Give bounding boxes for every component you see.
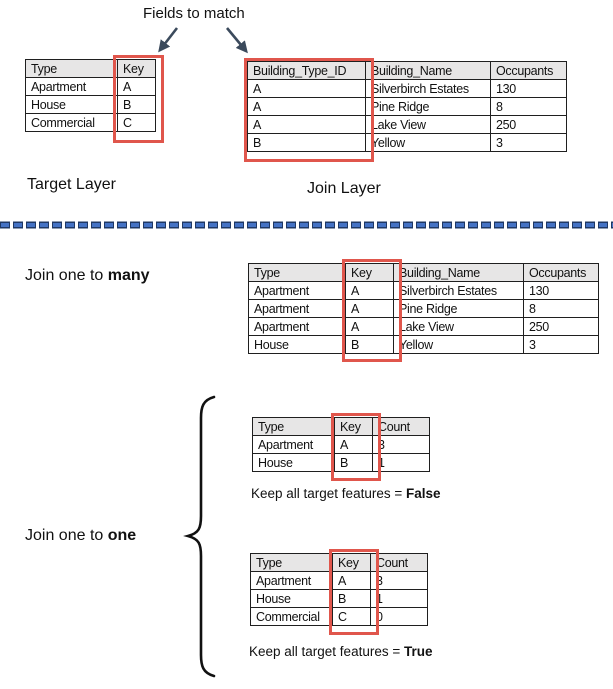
header-cell: Count [372,417,430,436]
table-cell: Apartment [252,435,335,454]
keep-false-label: Keep all target features = False [251,486,441,501]
table-cell: Apartment [248,299,346,318]
header-cell: Building_Type_ID [247,61,366,80]
table-cell: 250 [523,317,599,336]
header-cell: Occupants [523,263,599,282]
header-cell: Key [334,417,373,436]
table-cell: Apartment [248,281,346,300]
table-cell: 3 [523,335,599,354]
table-cell: Apartment [248,317,346,336]
keep-true-bold: True [403,644,433,659]
header-cell: Building_Name [365,61,491,80]
table-cell: Yellow [365,133,491,152]
join-layer-label: Join Layer [307,180,381,197]
join-one-to-many-prefix: Join one to [25,267,108,284]
header-cell: Key [345,263,394,282]
table-cell: 1 [372,453,430,472]
header-cell: Type [250,553,333,572]
table-cell: A [247,79,366,98]
table-cell: Commercial [250,607,333,626]
table-cell: Silverbirch Estates [365,79,491,98]
keep-false-bold: False [405,486,441,501]
keep-false-prefix: Keep all target features = [251,486,406,501]
table-cell: House [250,589,333,608]
join-one-to-many-label: Join one to many [25,267,150,285]
header-cell: Occupants [490,61,567,80]
header-cell: Building_Name [393,263,524,282]
join-one-to-one-prefix: Join one to [25,527,108,544]
table-cell: B [247,133,366,152]
table-cell: 3 [372,435,430,454]
table-cell: 8 [490,97,567,116]
table-cell: 3 [370,571,428,590]
table-cell: Lake View [365,115,491,134]
fields-to-match-title: Fields to match [143,5,245,22]
table-cell: A [117,77,156,96]
keep-true-label: Keep all target features = True [249,644,433,659]
table-cell: Yellow [393,335,524,354]
table-cell: C [332,607,371,626]
table-cell: House [25,95,118,114]
table-cell: Lake View [393,317,524,336]
header-cell: Key [117,59,156,78]
table-cell: A [247,115,366,134]
table-cell: B [334,453,373,472]
table-cell: A [345,299,394,318]
header-cell: Type [248,263,346,282]
table-cell: C [117,113,156,132]
table-cell: 0 [370,607,428,626]
header-cell: Key [332,553,371,572]
table-cell: A [334,435,373,454]
table-cell: House [252,453,335,472]
table-cell: Apartment [250,571,333,590]
table-cell: B [345,335,394,354]
table-cell: Pine Ridge [365,97,491,116]
table-cell: House [248,335,346,354]
table-cell: 130 [523,281,599,300]
target-layer-label: Target Layer [27,176,116,193]
table-cell: Pine Ridge [393,299,524,318]
table-cell: A [345,281,394,300]
table-cell: 1 [370,589,428,608]
table-cell: A [332,571,371,590]
header-cell: Type [252,417,335,436]
curly-brace [183,395,216,678]
table-cell: 250 [490,115,567,134]
table-cell: B [332,589,371,608]
header-cell: Count [370,553,428,572]
table-cell: Commercial [25,113,118,132]
header-cell: Type [25,59,118,78]
table-cell: B [117,95,156,114]
join-one-to-one-bold: one [107,527,137,544]
table-cell: A [247,97,366,116]
table-cell: 3 [490,133,567,152]
table-cell: Apartment [25,77,118,96]
table-cell: Silverbirch Estates [393,281,524,300]
arrow-down-right-icon [225,27,248,54]
table-cell: 8 [523,299,599,318]
arrow-down-left-icon [158,27,179,53]
table-cell: 130 [490,79,567,98]
join-one-to-one-label: Join one to one [25,527,136,545]
join-one-to-many-bold: many [107,267,150,284]
table-cell: A [345,317,394,336]
keep-true-prefix: Keep all target features = [249,644,404,659]
